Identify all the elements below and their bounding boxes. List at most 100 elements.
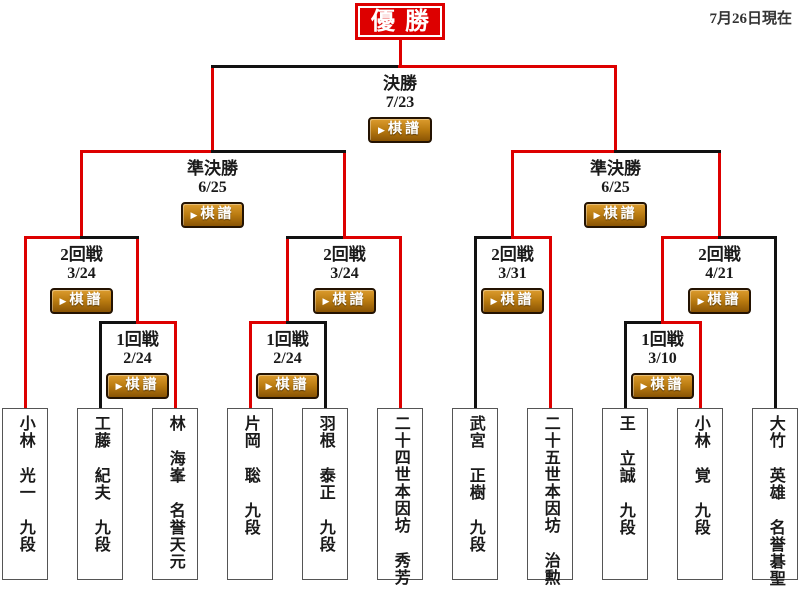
player-box: 大竹 英雄 名誉碁聖 <box>752 408 798 587</box>
kifu-button[interactable]: ▶棋譜 <box>180 202 245 228</box>
bracket-line <box>211 65 401 68</box>
bracket-line <box>614 150 721 153</box>
champion-box-inner: 優勝 <box>358 6 442 37</box>
play-icon: ▶ <box>593 209 601 220</box>
player-name: 林 海峯 名誉天元 <box>166 415 184 570</box>
match-semifinal-left: 準決勝 6/25 ▶棋譜 <box>151 159 275 228</box>
match-date: 2/24 <box>123 350 152 367</box>
bracket-line <box>80 150 83 239</box>
bracket-line <box>343 150 346 239</box>
bracket-line <box>473 236 477 408</box>
player-box: 二十四世本因坊 秀芳 <box>377 408 423 586</box>
player-box: 二十五世本因坊 治勲 <box>527 408 573 586</box>
champion-label: 優勝 <box>371 8 439 35</box>
match-round-label: 2回戦 <box>491 245 534 264</box>
match-date: 3/31 <box>498 265 527 282</box>
player-name: 王 立誠 九段 <box>616 415 634 536</box>
match-semifinal-right: 準決勝 6/25 ▶棋譜 <box>554 159 678 228</box>
player-name: 工藤 紀夫 九段 <box>91 415 109 553</box>
player-box: 羽根 泰正 九段 <box>302 408 348 580</box>
kifu-button[interactable]: ▶棋譜 <box>630 373 695 399</box>
bracket-line <box>136 236 139 324</box>
match-round-label: 1回戦 <box>641 330 684 349</box>
bracket-line <box>511 236 552 239</box>
bracket-line <box>248 321 290 324</box>
player-name: 二十四世本因坊 秀芳 <box>391 415 409 586</box>
kifu-button[interactable]: ▶棋譜 <box>480 288 545 314</box>
play-icon: ▶ <box>59 295 67 306</box>
bracket-line <box>286 236 289 324</box>
bracket-line <box>286 236 346 239</box>
bracket-line <box>323 321 327 408</box>
player-name: 小林 光一 九段 <box>16 415 34 553</box>
bracket-line <box>136 321 177 324</box>
match-round-label: 2回戦 <box>323 245 366 264</box>
player-box: 片岡 聡 九段 <box>227 408 273 580</box>
match-final: 決勝 7/23 ▶棋譜 <box>338 74 462 143</box>
match-round2-4: 2回戦 4/21 ▶棋譜 <box>658 245 782 314</box>
bracket-line <box>343 236 402 239</box>
kifu-button[interactable]: ▶棋譜 <box>255 373 320 399</box>
kifu-button[interactable]: ▶棋譜 <box>312 288 377 314</box>
player-box: 小林 覚 九段 <box>677 408 723 580</box>
match-date: 7/23 <box>385 94 415 111</box>
bracket-line <box>23 236 84 239</box>
bracket-line <box>211 65 214 153</box>
bracket-line <box>511 150 617 153</box>
bracket-line <box>698 321 702 408</box>
bracket-line <box>661 236 721 239</box>
player-name: 羽根 泰正 九段 <box>316 415 334 553</box>
bracket-line <box>718 150 721 239</box>
match-round2-3: 2回戦 3/31 ▶棋譜 <box>451 245 575 314</box>
kifu-button[interactable]: ▶棋譜 <box>105 373 170 399</box>
bracket-line <box>248 321 252 408</box>
date-note: 7月26日現在 <box>709 11 792 27</box>
player-name: 大竹 英雄 名誉碁聖 <box>766 415 784 587</box>
kifu-button[interactable]: ▶棋譜 <box>49 288 114 314</box>
bracket-line <box>398 65 617 68</box>
champion-box: 優勝 <box>355 3 445 40</box>
kifu-button[interactable]: ▶棋譜 <box>368 117 432 143</box>
bracket-line <box>398 38 402 68</box>
match-round-label: 準決勝 <box>187 159 238 178</box>
bracket-line <box>211 150 346 153</box>
bracket-line <box>614 65 617 153</box>
match-round1-1: 1回戦 2/24 ▶棋譜 <box>76 330 200 399</box>
bracket-line <box>661 236 664 324</box>
match-round-label: 決勝 <box>383 74 417 93</box>
player-box: 工藤 紀夫 九段 <box>77 408 123 580</box>
bracket-line <box>623 321 627 408</box>
bracket-line <box>623 321 665 324</box>
play-icon: ▶ <box>322 295 330 306</box>
player-name: 二十五世本因坊 治勲 <box>541 415 559 586</box>
player-name: 片岡 聡 九段 <box>241 415 259 536</box>
bracket-line <box>398 236 402 408</box>
bracket-line <box>473 236 515 239</box>
player-box: 王 立誠 九段 <box>602 408 648 580</box>
player-name: 小林 覚 九段 <box>691 415 709 536</box>
match-round-label: 準決勝 <box>590 159 641 178</box>
bracket-line <box>511 150 514 239</box>
match-date: 3/24 <box>67 265 96 282</box>
kifu-button[interactable]: ▶棋譜 <box>687 288 752 314</box>
match-date: 6/25 <box>601 179 630 196</box>
play-icon: ▶ <box>640 380 648 391</box>
match-round-label: 1回戦 <box>266 330 309 349</box>
match-date: 2/24 <box>273 350 302 367</box>
match-date: 6/25 <box>198 179 227 196</box>
play-icon: ▶ <box>697 295 705 306</box>
match-round-label: 2回戦 <box>698 245 741 264</box>
player-box: 武宮 正樹 九段 <box>452 408 498 580</box>
player-box: 小林 光一 九段 <box>2 408 48 580</box>
match-round1-3: 1回戦 3/10 ▶棋譜 <box>601 330 725 399</box>
player-name: 武宮 正樹 九段 <box>466 415 484 553</box>
match-date: 3/24 <box>330 265 359 282</box>
bracket-line <box>98 321 102 408</box>
kifu-button[interactable]: ▶棋譜 <box>583 202 648 228</box>
player-box: 林 海峯 名誉天元 <box>152 408 198 580</box>
bracket-line <box>98 321 140 324</box>
match-round-label: 1回戦 <box>116 330 159 349</box>
match-date: 3/10 <box>648 350 677 367</box>
match-date: 4/21 <box>705 265 734 282</box>
match-round2-1: 2回戦 3/24 ▶棋譜 <box>20 245 144 314</box>
